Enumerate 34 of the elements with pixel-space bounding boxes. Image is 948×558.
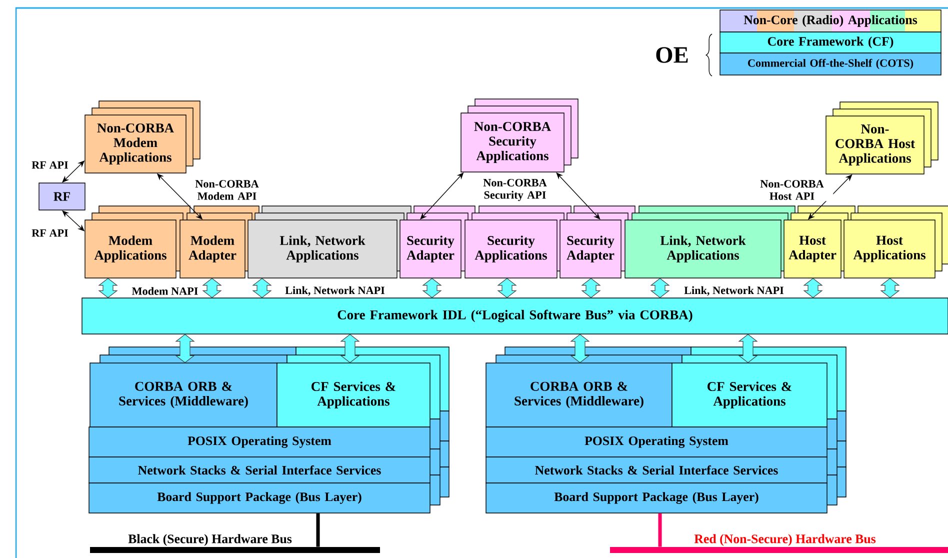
bus-line [316, 513, 320, 547]
hardware-bus: Black (Secure) Hardware Bus [90, 534, 380, 553]
layer-box: CF Services & Applications [276, 362, 430, 428]
edge-label: Link, Network NAPI [284, 285, 386, 297]
stacked-box: Host Applications [844, 206, 948, 278]
software-bus: Core Framework IDL (“Logical Software Bus” via CORBA) [82, 298, 948, 334]
process-box: RF [38, 182, 86, 210]
edge-label: Non-CORBA Security API [474, 178, 556, 202]
layer-box: Board Support Package (Bus Layer) [88, 482, 430, 514]
layer-label: OE [656, 47, 688, 63]
layer-band: Core Framework (CF) [720, 32, 942, 54]
layer-box: Board Support Package (Bus Layer) [486, 482, 828, 514]
layer-box: POSIX Operating System [486, 426, 828, 458]
stacked-box: Non-CORBA Security Applications [460, 98, 578, 172]
layer-box: CORBA ORB & Services (Middleware) [486, 362, 672, 428]
node-label: Black (Secure) Hardware Bus [128, 534, 292, 546]
layer-box: CORBA ORB & Services (Middleware) [90, 362, 278, 428]
layer-box: POSIX Operating System [88, 426, 430, 458]
bus-line [658, 513, 662, 547]
layer-band: Non-Core (Radio) Applications [720, 10, 942, 32]
node-label: Red (Non-Secure) Hardware Bus [694, 534, 876, 546]
edge-label: Modem NAPI [130, 286, 200, 296]
layer-box: Network Stacks & Serial Interface Services [486, 456, 828, 484]
edge-label: RF API [30, 160, 70, 170]
edge-label: Non-CORBA Host API [750, 178, 834, 202]
stacked-box: Non-CORBA Modem Applications [84, 100, 200, 174]
edge-label: RF API [30, 228, 70, 238]
layer-box: CF Services & Applications [672, 362, 828, 428]
hardware-bus: Red (Non-Secure) Hardware Bus [610, 534, 948, 553]
stacked-box: Non-CORBA Host Applications [826, 102, 938, 174]
edge-label: Link, Network NAPI [682, 285, 786, 297]
layer-band: Commercial Off-the-Shelf (COTS) [720, 52, 942, 76]
layer-box: Network Stacks & Serial Interface Services [88, 456, 430, 484]
edge-label: Non-CORBA Modem API [186, 178, 268, 202]
